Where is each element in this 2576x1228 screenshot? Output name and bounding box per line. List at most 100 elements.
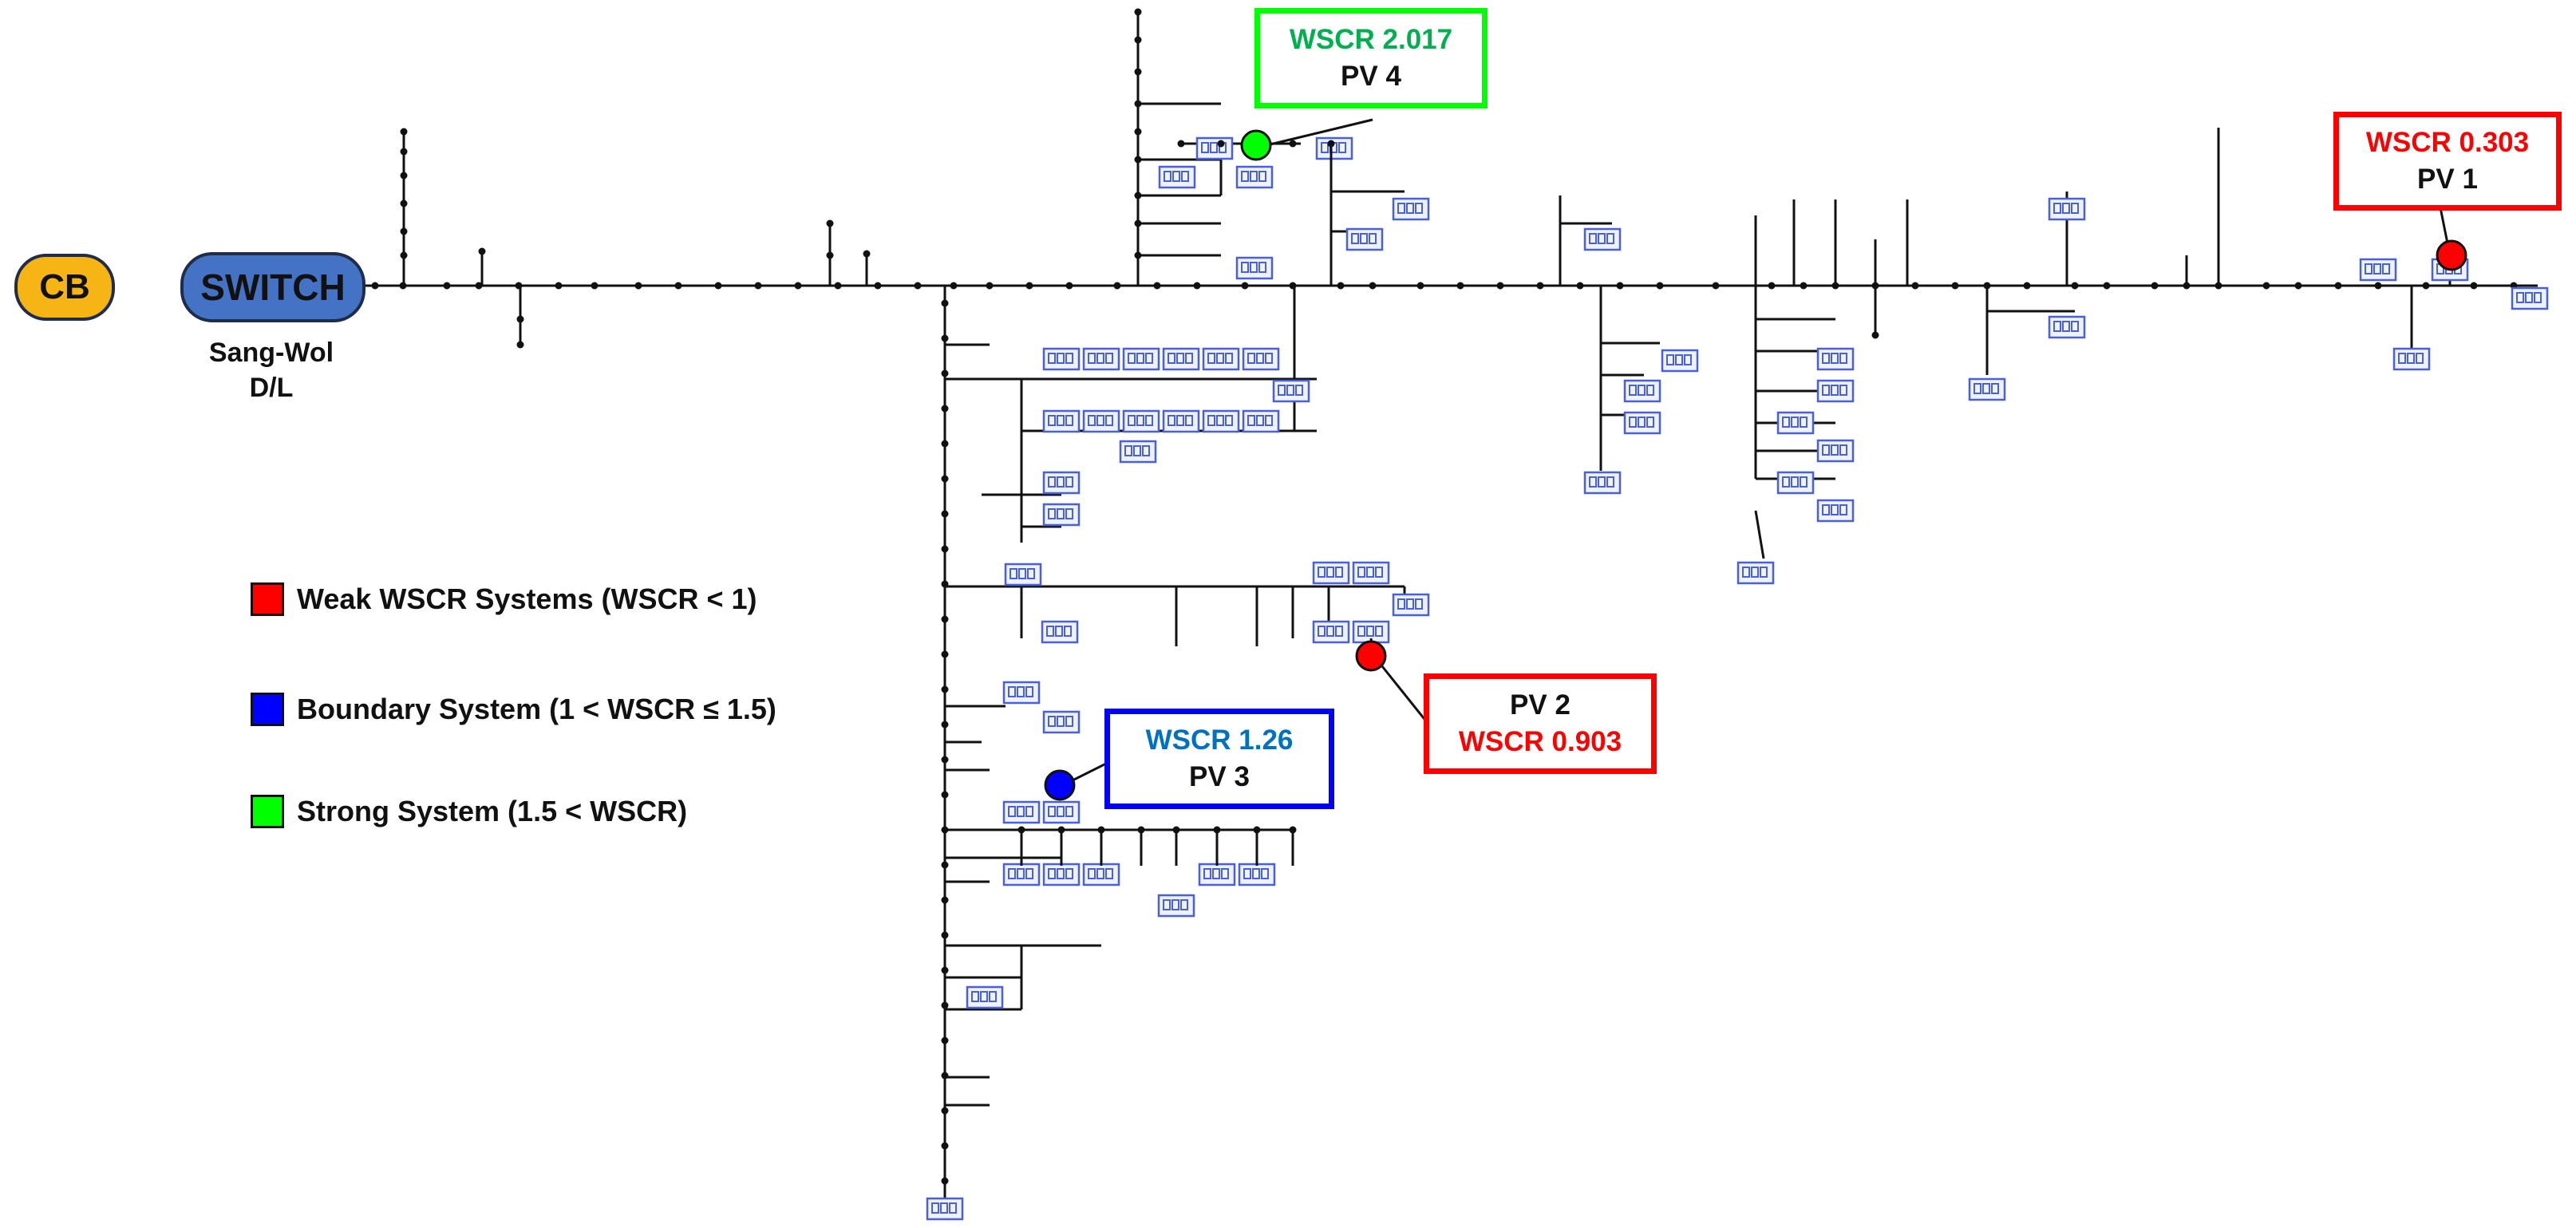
feeder-name-line1: Sang-Wol (208, 338, 334, 368)
bus-node (941, 299, 949, 307)
bus-node (941, 861, 949, 869)
bus-node (400, 251, 408, 259)
bus-node (1768, 282, 1776, 290)
bus-node (1616, 282, 1624, 290)
pv4-wscr: WSCR 2.017 (1289, 24, 1453, 55)
load-icon (1816, 499, 1855, 523)
bus-node (1576, 282, 1584, 290)
load-icon (1352, 561, 1390, 585)
load-icon (1042, 800, 1081, 824)
bus-node (1177, 140, 1185, 148)
bus-node (400, 172, 408, 180)
load-icon (1002, 681, 1041, 705)
load-icon (1082, 409, 1120, 433)
pv4-name: PV 4 (1341, 61, 1401, 92)
bus-node (1241, 282, 1249, 290)
load-icon (1042, 503, 1081, 527)
bus-node (443, 282, 451, 290)
load-icon (1392, 593, 1430, 617)
bus-node (1025, 282, 1033, 290)
load-icon (926, 1197, 964, 1221)
bus-node (1951, 282, 1959, 290)
load-icon (1202, 409, 1240, 433)
load-icon (1736, 561, 1775, 585)
load-icon (1816, 439, 1855, 463)
pv2-wscr: WSCR 0.903 (1458, 726, 1622, 757)
bus-node (1134, 36, 1142, 44)
bus-node (941, 756, 949, 764)
bus-node (941, 791, 949, 799)
load-icon (1315, 136, 1353, 160)
pv2-marker (1355, 640, 1387, 672)
bus-node (1369, 282, 1377, 290)
bus-node (1172, 826, 1180, 834)
bus-node (941, 545, 949, 553)
bus-node (591, 282, 599, 290)
bus-node (1871, 331, 1879, 339)
pv2-name: PV 2 (1510, 689, 1570, 721)
load-icon (1002, 800, 1041, 824)
load-icon (1312, 561, 1350, 585)
load-icon (1392, 197, 1430, 221)
pv3-wscr: WSCR 1.26 (1145, 725, 1294, 756)
feeder-line (1256, 118, 1373, 149)
bus-node (1193, 282, 1201, 290)
bus-node (914, 282, 922, 290)
bus-node (634, 282, 642, 290)
bus-node (1496, 282, 1504, 290)
bus-node (2151, 282, 2159, 290)
load-icon (1195, 136, 1234, 160)
pv3-callout: WSCR 1.26 PV 3 (1104, 709, 1334, 809)
load-icon (1661, 349, 1699, 373)
cb-label: CB (39, 267, 90, 306)
load-icon (1776, 471, 1815, 495)
bus-node (1097, 826, 1105, 834)
bus-node (1911, 282, 1919, 290)
bus-node (1536, 282, 1544, 290)
load-icon (1312, 620, 1350, 644)
bus-node (950, 282, 958, 290)
load-icon (1623, 411, 1661, 435)
load-icon (1345, 227, 1384, 251)
feeder-name-line2: D/L (249, 373, 294, 403)
bus-node (941, 896, 949, 904)
bus-node (1416, 282, 1424, 290)
bus-node (826, 251, 834, 259)
legend-swatch-weak (251, 582, 284, 616)
bus-node (1656, 282, 1664, 290)
bus-node (941, 650, 949, 658)
load-icon (2048, 197, 2086, 221)
load-icon (1583, 471, 1622, 495)
bus-node (400, 227, 408, 235)
bus-node (941, 369, 949, 377)
legend-label-strong: Strong System (1.5 < WSCR) (297, 795, 688, 827)
load-icon (2048, 315, 2086, 339)
bus-node (1289, 826, 1297, 834)
bus-node (826, 219, 834, 227)
bus-node (2422, 282, 2430, 290)
bus-node (2023, 282, 2031, 290)
bus-node (2470, 282, 2478, 290)
load-icon (1157, 894, 1195, 918)
load-icon (1816, 379, 1855, 403)
pv1-marker (2436, 239, 2467, 271)
bus-node (516, 341, 524, 349)
bus-node (674, 282, 682, 290)
bus-node (475, 282, 483, 290)
bus-node (1456, 282, 1464, 290)
pv3-name: PV 3 (1189, 761, 1250, 792)
switch-node: SWITCH (180, 252, 365, 322)
bus-node (794, 282, 802, 290)
bus-node (1253, 826, 1261, 834)
legend-swatch-strong (251, 795, 284, 828)
switch-label: SWITCH (200, 267, 346, 308)
pv1-callout: WSCR 0.303 PV 1 (2333, 112, 2562, 211)
load-icon (1042, 347, 1081, 371)
load-icon (1242, 409, 1280, 433)
load-icon (1202, 347, 1240, 371)
bus-node (941, 510, 949, 518)
pv4-callout: WSCR 2.017 PV 4 (1254, 8, 1488, 109)
pv1-wscr: WSCR 0.303 (2365, 127, 2530, 158)
